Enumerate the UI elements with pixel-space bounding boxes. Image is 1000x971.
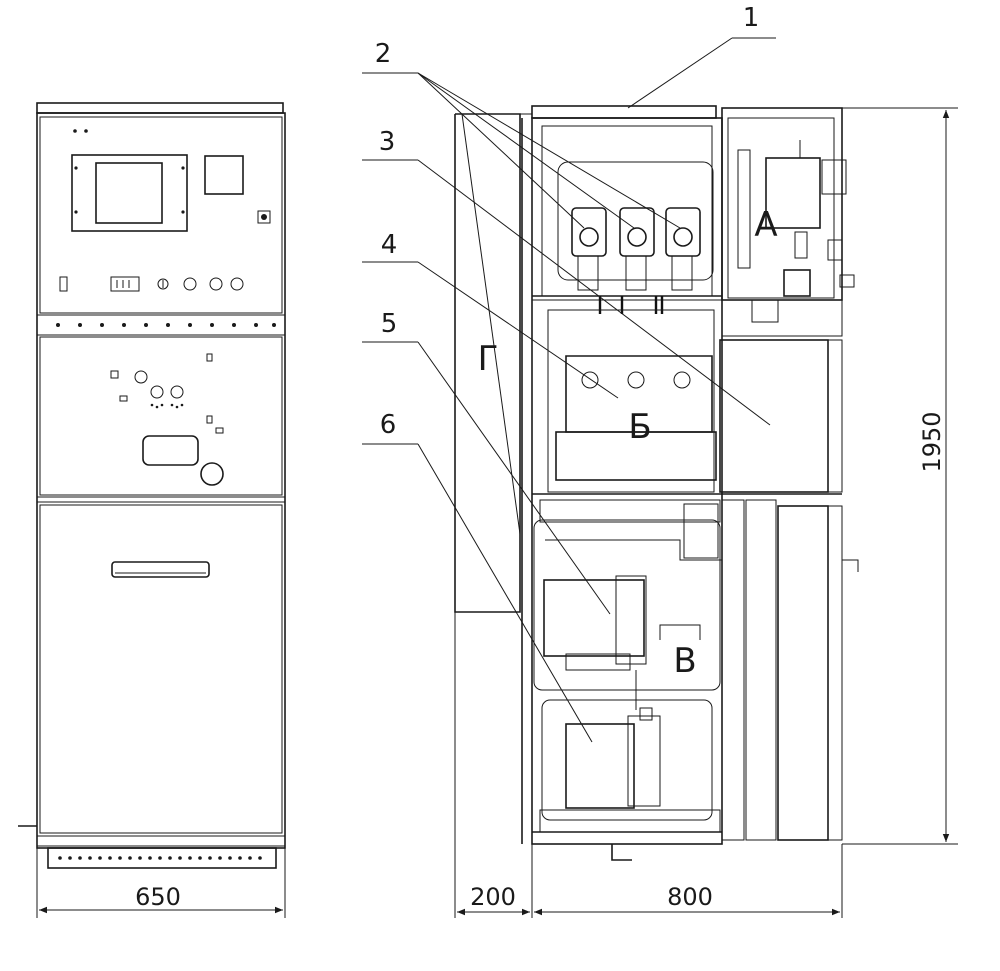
dimension-side-main: 800: [667, 883, 713, 911]
dimension-front-width: 650: [135, 883, 181, 911]
zone-g-label: Г: [478, 339, 499, 379]
callout-2: 2: [375, 39, 392, 69]
zone-v-label: В: [673, 641, 696, 681]
zone-a-label: А: [754, 205, 777, 245]
front-view: [18, 102, 286, 918]
side-view: [362, 37, 958, 918]
callout-3: 3: [379, 127, 396, 157]
display-screen: [95, 162, 163, 224]
zone-b-label: Б: [628, 407, 651, 447]
callout-6: 6: [380, 410, 397, 440]
callout-1: 1: [743, 3, 760, 33]
busbars: [571, 207, 701, 314]
display-frame: [71, 154, 188, 232]
dimension-side-panel: 200: [470, 883, 516, 911]
callout-5: 5: [381, 309, 398, 339]
door-handle: [111, 561, 210, 578]
dimension-height: 1950: [918, 411, 946, 472]
callout-4: 4: [381, 230, 398, 260]
